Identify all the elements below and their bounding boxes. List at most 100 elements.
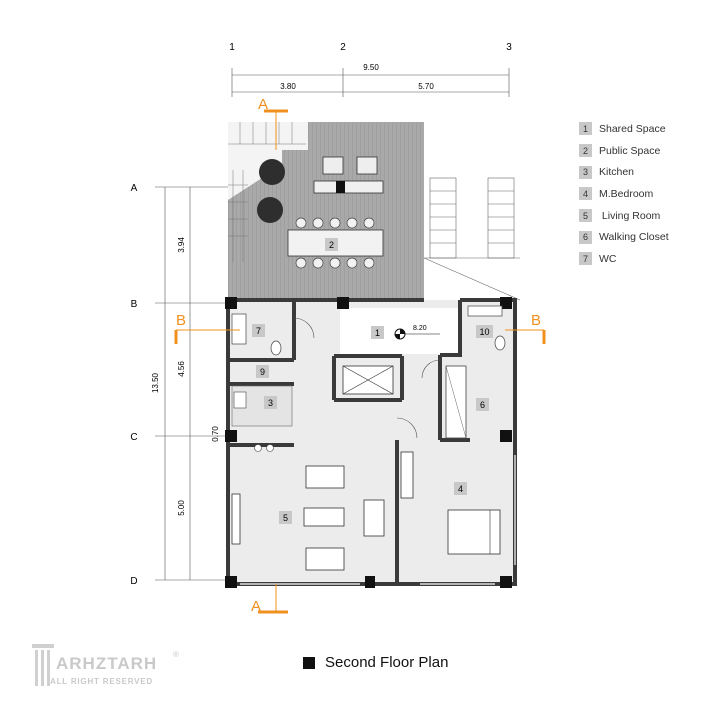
section-mark-b-left: B [174,312,240,344]
doors [293,317,441,439]
bar-counter [313,180,384,194]
svg-text:A: A [251,598,261,615]
legend-label: Living Room [599,209,661,222]
room-tag: 7 [252,324,265,337]
grid-row-c: C [130,432,137,443]
grid-col-1: 1 [229,42,235,53]
plant-icon [257,197,283,223]
watermark-logo: ARHZTARH ® ALL RIGHT RESERVED [30,638,190,696]
armchair-icon [363,499,385,537]
legend-label: Walking Closet [599,231,669,244]
legend-item: 7 WC [579,248,669,270]
room-tag: 4 [454,482,467,495]
caption-text: Second Floor Plan [325,654,449,671]
dim-left-total: 13.50 [151,372,160,393]
legend-number: 3 [579,165,592,179]
top-dimension-lines [231,68,510,97]
closet-diagonal [445,365,467,439]
plan-caption: Second Floor Plan [303,654,448,671]
exterior-stair [423,177,521,301]
room-legend: 1 Shared Space 2 Public Space 3 Kitchen … [579,118,669,270]
bathtub-icon [231,313,247,345]
room-tag: 9 [256,365,269,378]
svg-text:2: 2 [329,240,334,250]
svg-text:4: 4 [458,484,463,494]
bed-icon [447,509,501,555]
legend-label: Kitchen [599,166,635,179]
grid-col-2: 2 [340,42,346,53]
section-mark-b-right: B [505,312,546,344]
logo-text: ARHZTARH [56,654,158,673]
room-tag: 3 [264,396,277,409]
legend-item: 1 Shared Space [579,118,669,140]
room-tag: 6 [476,398,489,411]
grid-col-3: 3 [506,42,512,53]
dim-top-right: 5.70 [418,82,434,91]
room-tag: 1 [371,326,384,339]
svg-text:5: 5 [283,513,288,523]
sofa-icon [305,465,345,489]
coffee-table [303,507,345,527]
desk-icon [400,451,414,499]
svg-text:A: A [258,96,268,113]
dim-top-total: 9.50 [363,63,379,72]
caption-square-icon [303,656,315,669]
grid-row-b: B [131,299,138,310]
sink-icon [467,305,503,317]
columns [225,297,512,588]
plant-icon [259,159,285,185]
logo-pillar-icon [32,644,54,686]
kitchen-stools [254,444,274,452]
elevator-cross [342,365,394,395]
legend-number: 2 [579,144,592,158]
svg-text:B: B [531,312,541,329]
tv-unit [231,493,241,545]
legend-number: 6 [579,230,592,244]
legend-item: 4 M.Bedroom [579,183,669,205]
toilet-icon [270,340,282,356]
svg-text:B: B [176,312,186,329]
room-tag: 5 [279,511,292,524]
svg-text:9: 9 [260,367,265,377]
legend-number: 7 [579,252,592,266]
sofa-icon [305,547,345,571]
left-dimension-lines [155,186,228,581]
logo-subtext: ALL RIGHT RESERVED [50,677,154,686]
walls [226,298,517,586]
level-marker-fill [395,329,405,339]
svg-text:1: 1 [375,328,380,338]
bar-sink [336,181,345,193]
legend-number: 5 [579,209,592,223]
level-marker-text: 8.20 [413,325,427,332]
dim-left-cd: 5.00 [177,500,186,516]
legend-number: 1 [579,122,592,136]
legend-label: Shared Space [599,122,666,135]
armchair-icon [356,156,378,175]
logo-registered: ® [173,650,179,659]
dim-top-left: 3.80 [280,82,296,91]
legend-number: 4 [579,187,592,201]
svg-text:6: 6 [480,400,485,410]
svg-text:7: 7 [256,326,261,336]
legend-item: 5 Living Room [579,205,669,227]
dim-left-c: 0.70 [211,426,220,442]
stove-icon [233,391,247,409]
dining-chairs [295,217,375,269]
toilet-icon [494,335,506,351]
legend-item: 2 Public Space [579,140,669,162]
room-tag: 2 [325,238,338,251]
section-mark-a-top: A [258,96,288,113]
terrace-stair [228,122,306,262]
legend-label: WC [599,252,617,265]
grid-row-d: D [130,576,137,587]
section-mark-a-bottom: A [251,584,288,615]
grid-row-a: A [131,183,138,194]
dim-left-bc: 4.56 [177,361,186,377]
armchair-icon [322,156,344,175]
room-tag: 10 [476,325,493,338]
dim-left-ab: 3.94 [177,237,186,253]
legend-label: M.Bedroom [599,187,654,200]
legend-item: 3 Kitchen [579,161,669,183]
svg-text:3: 3 [268,398,273,408]
